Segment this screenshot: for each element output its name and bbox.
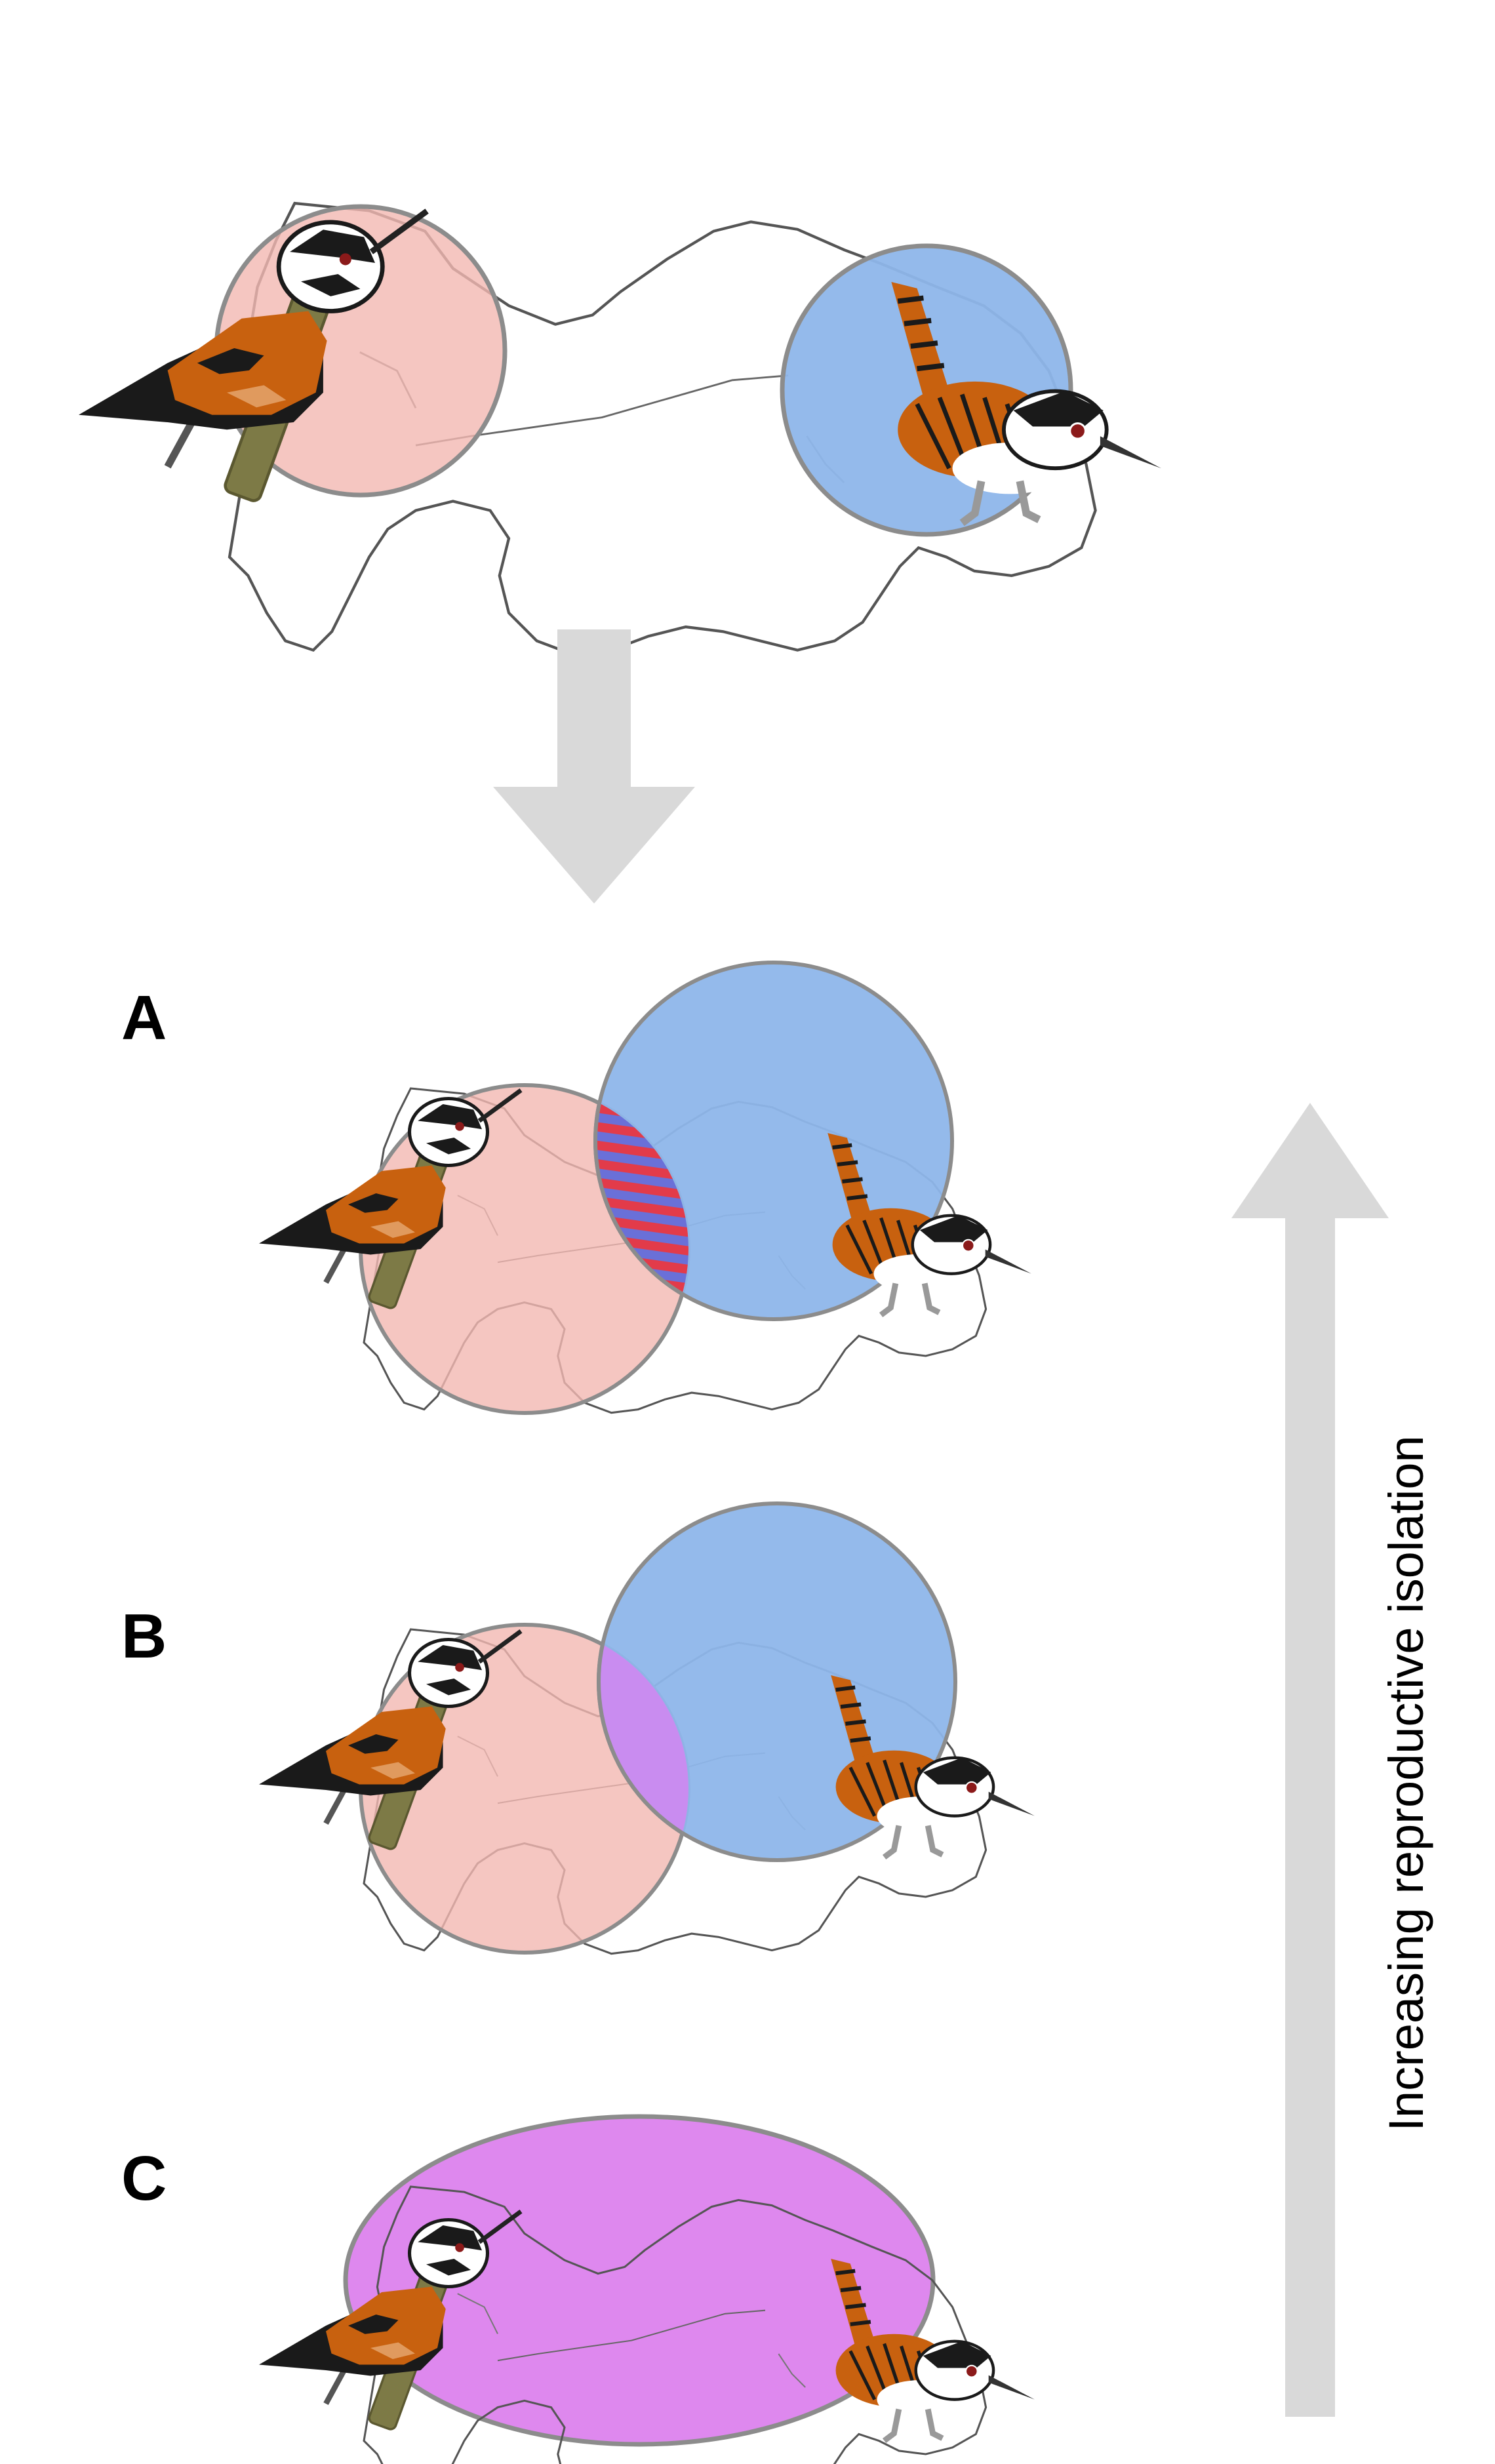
panel-a-label: A	[121, 983, 167, 1053]
panel-b: B	[121, 1501, 1035, 1955]
top-allopatric-scene	[79, 203, 1161, 655]
up-arrow-icon	[1231, 1103, 1389, 2417]
panel-c-label: C	[121, 2143, 167, 2214]
panel-a: A	[121, 961, 1031, 1415]
side-arrow-label: Increasing reproductive isolation	[1379, 1435, 1433, 2131]
down-arrow-icon	[493, 629, 695, 904]
panel-b-label: B	[121, 1601, 167, 1671]
hybrid-zone-striped	[595, 1085, 688, 1319]
panel-c: C	[121, 2114, 1035, 2464]
